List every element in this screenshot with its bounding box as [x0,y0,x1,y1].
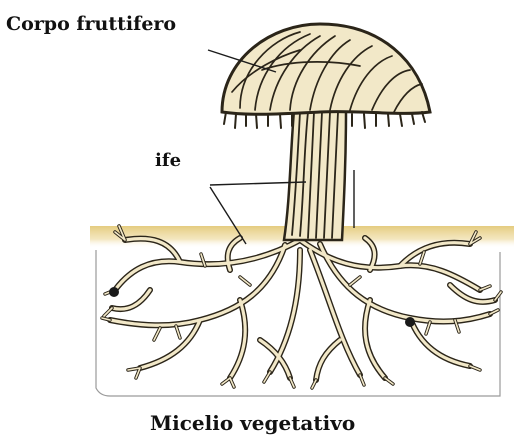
fruiting-body-cap [222,24,430,128]
fruiting-body-label: Corpo fruttifero [6,13,176,35]
spore-dot-left [109,287,119,297]
vegetative-mycelium [102,226,501,388]
fruiting-body-stalk [284,110,346,240]
spore-dot-right [405,317,415,327]
vegetative-mycelium-label: Micelio vegetativo [150,411,355,435]
hyphae-label: ife [155,150,181,171]
